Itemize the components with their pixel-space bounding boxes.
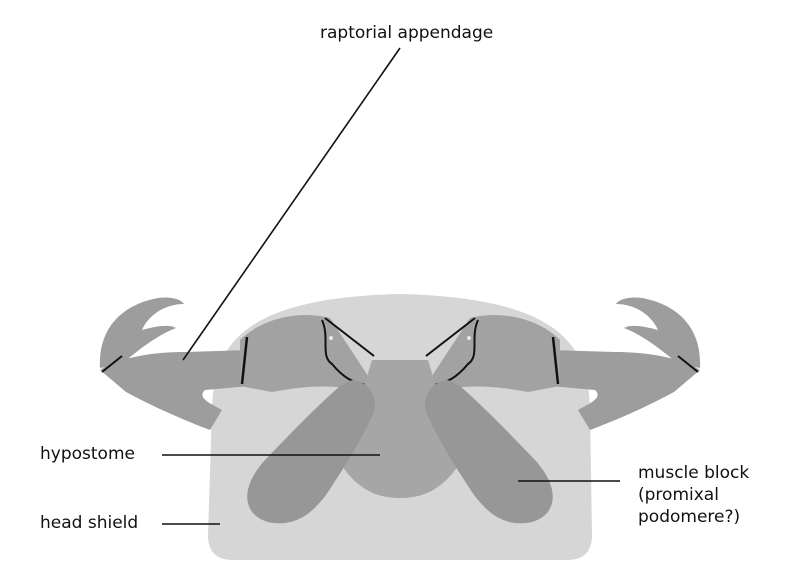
right-distal-podomere bbox=[550, 350, 700, 430]
right-muscle-block bbox=[424, 380, 553, 524]
right-raptorial-appendage bbox=[425, 297, 701, 430]
left-podomere-joint bbox=[240, 336, 249, 385]
muscle-block-label-line1: muscle block bbox=[638, 463, 750, 483]
right-claw-joint bbox=[677, 355, 699, 373]
muscle-block-label: muscle block (promixal podomere?) bbox=[638, 462, 798, 528]
muscle-block-label-line2: (promixal bbox=[638, 485, 719, 505]
left-raptorial-appendage bbox=[99, 297, 375, 430]
left-claw bbox=[99, 297, 184, 368]
left-claw-joint bbox=[101, 355, 123, 373]
muscle-block-label-line3: podomere?) bbox=[638, 507, 741, 527]
right-podomere-joint bbox=[551, 336, 560, 385]
right-inner-seam bbox=[425, 317, 476, 357]
left-distal-podomere bbox=[100, 350, 250, 430]
raptorial-appendage-leader bbox=[182, 47, 401, 361]
hypostome-label: hypostome bbox=[40, 444, 135, 464]
left-inner-seam bbox=[324, 317, 375, 357]
right-claw bbox=[616, 297, 701, 368]
raptorial-appendage-label: raptorial appendage bbox=[320, 23, 494, 43]
head-shield-label: head shield bbox=[40, 513, 139, 533]
left-small-spot bbox=[329, 336, 333, 340]
left-muscle-block bbox=[247, 380, 376, 524]
right-small-spot bbox=[467, 336, 471, 340]
